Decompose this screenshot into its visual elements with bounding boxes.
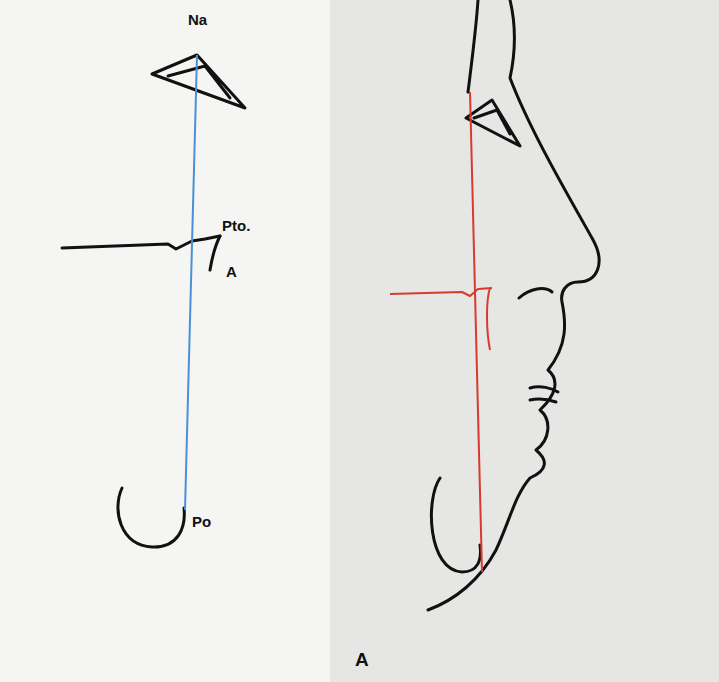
left-panel	[0, 0, 330, 682]
palatal-plane	[390, 288, 492, 296]
nasion-porion-line	[470, 92, 482, 572]
face-profile	[428, 0, 599, 610]
palatal-plane	[62, 236, 220, 249]
orbit-rim-line	[468, 0, 478, 92]
orbit-outline	[152, 55, 245, 108]
right-panel	[330, 0, 719, 682]
nasion-porion-line	[185, 55, 197, 510]
porion-label: Po	[192, 514, 211, 529]
figure-letter: A	[355, 650, 369, 669]
porion-ear-rod	[431, 478, 480, 572]
point-a-curve	[210, 236, 220, 270]
nasion-label: Na	[188, 12, 207, 27]
nostril-line	[519, 289, 552, 298]
orbit-outline	[466, 100, 520, 146]
point-a-curve	[487, 288, 490, 350]
porion-ear-rod	[118, 488, 184, 547]
pterygoid-label: Pto.	[222, 218, 250, 233]
lip-line	[530, 387, 558, 402]
point-a-label: A	[226, 264, 237, 279]
